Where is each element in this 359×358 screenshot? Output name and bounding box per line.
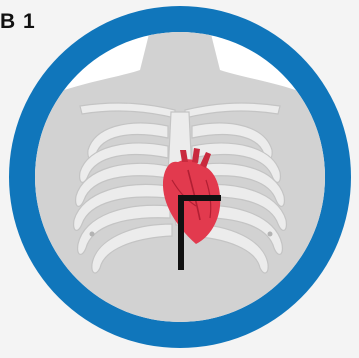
right-nipple bbox=[268, 232, 273, 237]
left-nipple bbox=[90, 232, 95, 237]
